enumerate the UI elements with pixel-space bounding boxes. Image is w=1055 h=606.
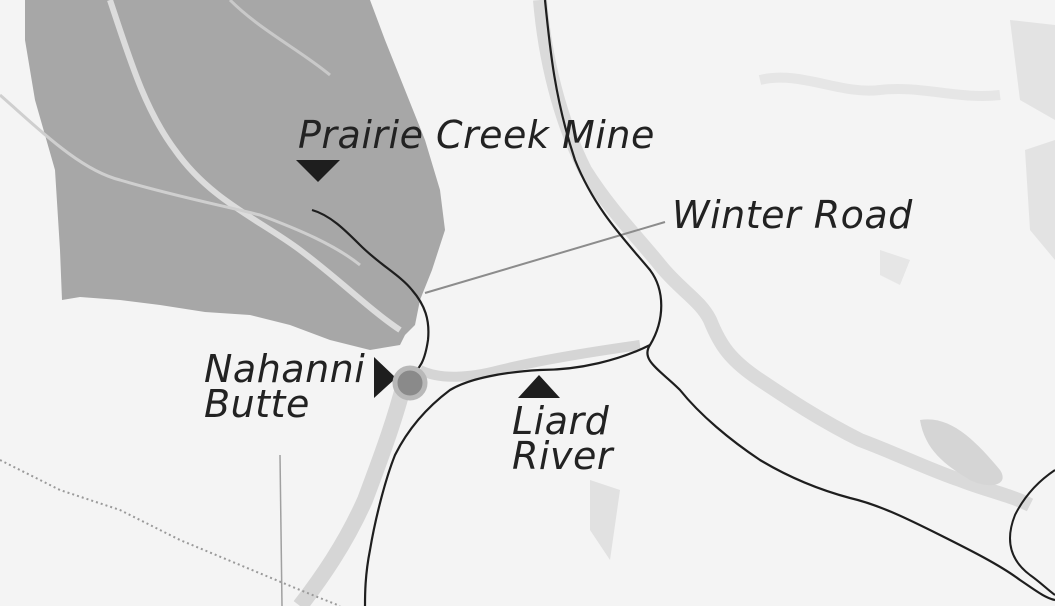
highway-road [543, 0, 1055, 602]
road-east-branch [1009, 469, 1055, 596]
liard-marker-icon [518, 375, 560, 398]
park-region [25, 0, 445, 350]
nahanni-butte-label-line1: Nahanni [204, 347, 366, 391]
river-south-channel [417, 340, 641, 382]
prairie-creek-mine-label: Prairie Creek Mine [298, 113, 655, 157]
terrain-shade [1025, 140, 1055, 260]
winter-road-label: Winter Road [672, 193, 913, 237]
mine-marker-icon [296, 160, 340, 182]
community-pointer-icon [374, 357, 396, 398]
nahanni-butte-label: Nahanni Butte [204, 347, 366, 426]
winter-road-leader [424, 221, 666, 294]
river-lower-channel [293, 378, 413, 606]
road-to-community [363, 344, 651, 606]
river-upper [107, 0, 402, 333]
liard-river-channel [533, 0, 1034, 512]
terrain-shade [590, 480, 620, 560]
nahanni-butte-label-line2: Butte [204, 381, 310, 426]
liard-river-label-line1: Liard [512, 399, 610, 443]
lake [920, 419, 1003, 486]
boundary-line [279, 454, 283, 606]
terrain-shade [1010, 20, 1055, 120]
terrain-shade [880, 250, 910, 285]
winter-road-line [311, 208, 430, 376]
river-branch [228, 0, 331, 77]
liard-river-label-line2: River [512, 433, 613, 478]
terrain-shade [758, 72, 1001, 102]
community-marker-icon [392, 365, 428, 401]
liard-river-label: Liard River [512, 399, 613, 478]
river-tributary [0, 93, 361, 267]
